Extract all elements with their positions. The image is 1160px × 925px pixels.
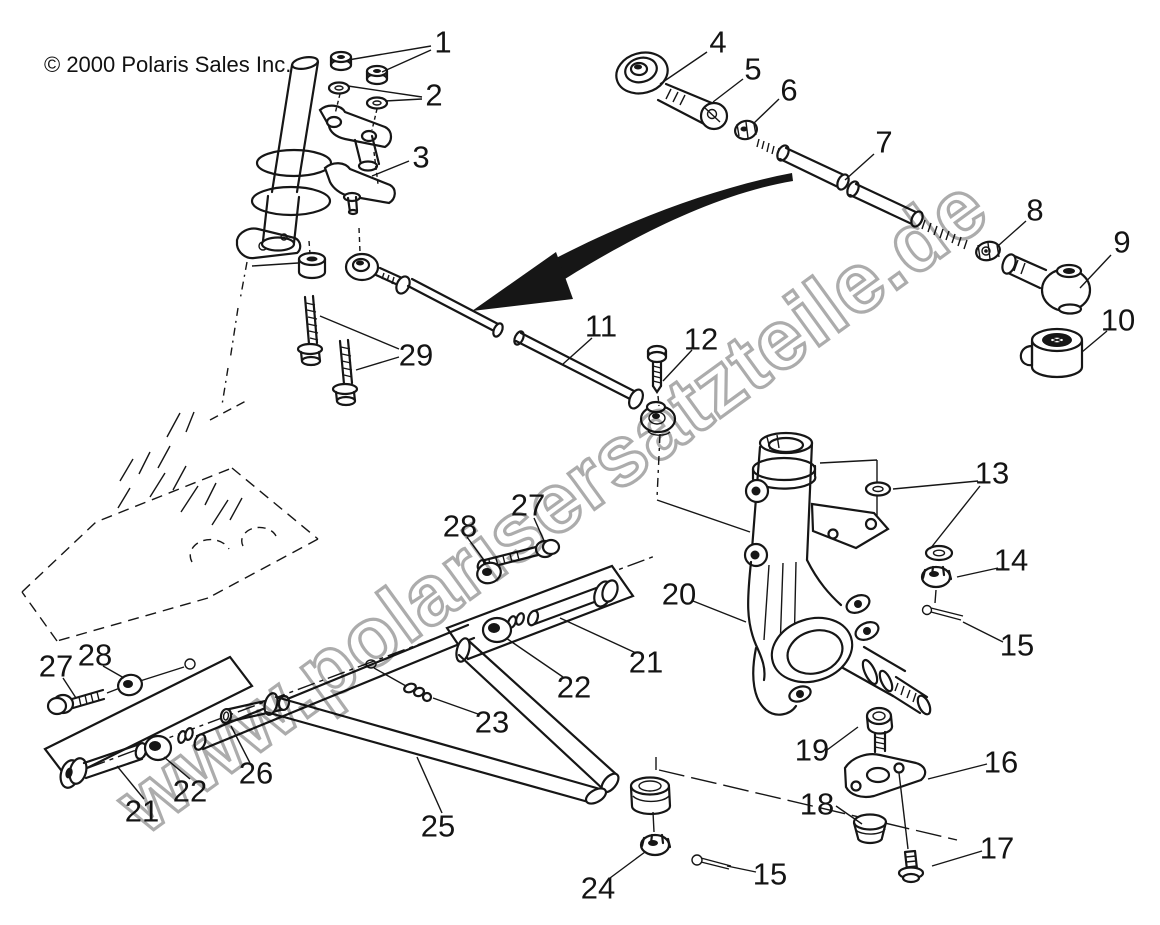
callout-15-15: 15 bbox=[999, 627, 1035, 663]
callout-5-4: 5 bbox=[744, 51, 762, 87]
callout-18-30: 18 bbox=[799, 786, 835, 822]
upper-pivot-hardware bbox=[476, 538, 619, 644]
callout-13-13: 13 bbox=[974, 455, 1010, 491]
inner-tie-rod bbox=[251, 227, 751, 533]
callout-leader-lines bbox=[62, 45, 1112, 879]
callout-14-14: 14 bbox=[993, 542, 1029, 578]
callout-10-9: 10 bbox=[1100, 302, 1136, 338]
callout-6-5: 6 bbox=[780, 72, 798, 108]
callout-8-7: 8 bbox=[1026, 192, 1044, 228]
callout-12-11: 12 bbox=[683, 321, 719, 357]
callout-29-12: 29 bbox=[398, 337, 434, 373]
callout-15-33: 15 bbox=[752, 856, 788, 892]
callout-21-26: 21 bbox=[124, 793, 160, 829]
callout-11-10: 11 bbox=[584, 308, 618, 344]
callout-28-18: 28 bbox=[442, 508, 478, 544]
callout-23-23: 23 bbox=[474, 704, 510, 740]
lower-pivot-hardware bbox=[46, 666, 194, 789]
callout-9-8: 9 bbox=[1113, 224, 1131, 260]
callout-7-6: 7 bbox=[875, 124, 893, 160]
callout-20-16: 20 bbox=[661, 576, 697, 612]
spindle-washers-nut bbox=[864, 481, 964, 621]
mount-bolts-29 bbox=[296, 294, 359, 407]
callout-22-25: 22 bbox=[172, 773, 208, 809]
callout-25-27: 25 bbox=[420, 808, 456, 844]
callout-2-1: 2 bbox=[425, 77, 443, 113]
steering-knuckle bbox=[743, 431, 932, 716]
outer-tie-rod-assembly bbox=[615, 51, 1092, 379]
lower-ball-joint-stack bbox=[843, 706, 927, 884]
direction-arrow bbox=[472, 173, 793, 311]
callout-4-3: 4 bbox=[709, 24, 727, 60]
frame-outline-sketch bbox=[21, 227, 319, 642]
callout-24-32: 24 bbox=[580, 870, 616, 906]
callout-17-31: 17 bbox=[979, 830, 1015, 866]
callout-21-19: 21 bbox=[628, 644, 664, 680]
callout-3-2: 3 bbox=[412, 139, 430, 175]
a-arm bbox=[193, 623, 620, 805]
callout-27-21: 27 bbox=[38, 648, 74, 684]
callout-27-17: 27 bbox=[510, 487, 546, 523]
callout-28-22: 28 bbox=[77, 637, 113, 673]
callout-22-20: 22 bbox=[556, 669, 592, 705]
ball-joint-apex bbox=[629, 757, 958, 870]
steering-post-assembly bbox=[250, 50, 396, 252]
copyright-notice: © 2000 Polaris Sales Inc. bbox=[44, 52, 292, 77]
callout-19-28: 19 bbox=[794, 732, 830, 768]
callout-1-0: 1 bbox=[434, 24, 452, 60]
callout-16-29: 16 bbox=[983, 744, 1019, 780]
callout-26-24: 26 bbox=[238, 755, 274, 791]
